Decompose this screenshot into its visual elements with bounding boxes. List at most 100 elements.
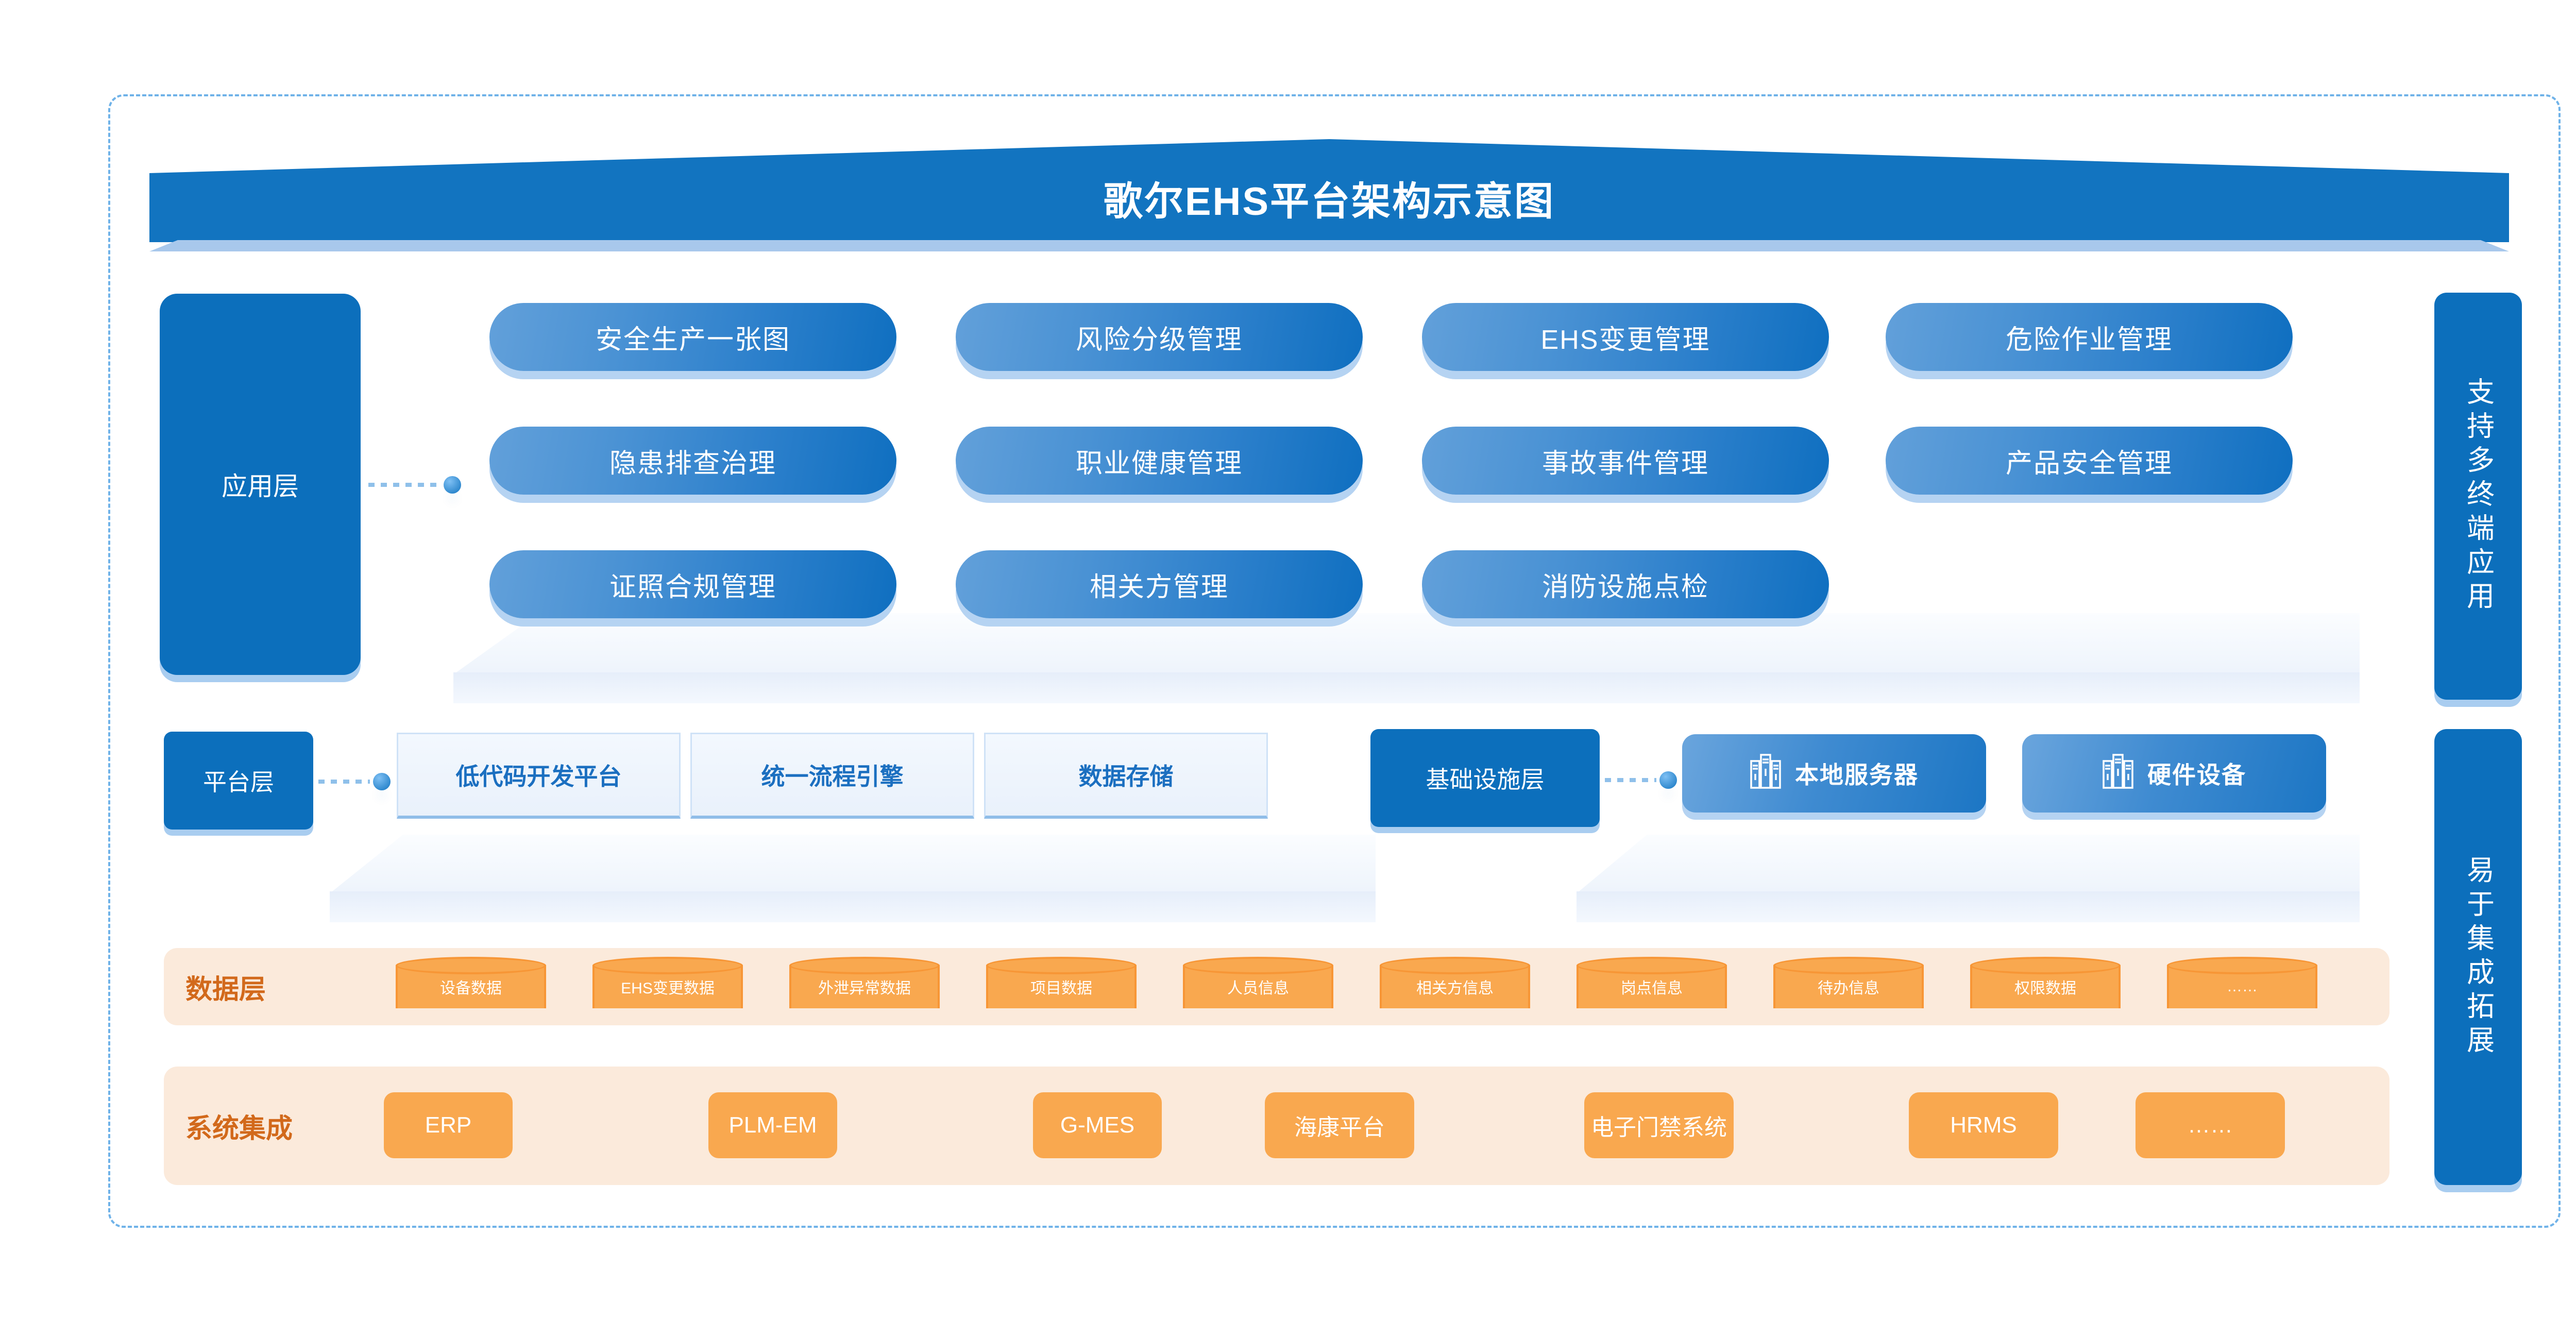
data-cylinder-label: 外泄异常数据 (818, 980, 911, 997)
infrastructure-layer-label-text: 基础设施层 (1426, 766, 1545, 793)
system-integration-item[interactable]: 海康平台 (1265, 1092, 1414, 1158)
infrastructure-item[interactable]: 本地服务器 (1682, 734, 1986, 813)
shelf-top (330, 835, 1376, 893)
connector-dots (318, 780, 370, 784)
app-tile[interactable]: 危险作业管理 (1886, 303, 2293, 371)
app-tile[interactable]: 安全生产一张图 (489, 303, 896, 371)
banner-shadow (149, 240, 2509, 251)
app-tile-label: 风险分级管理 (1075, 325, 1243, 355)
cylinder-top (1183, 957, 1333, 974)
app-tile-label: EHS变更管理 (1540, 325, 1710, 355)
data-cylinder[interactable]: 相关方信息 (1380, 957, 1530, 1017)
app-tile-label: 产品安全管理 (2005, 448, 2173, 479)
app-tile[interactable]: 事故事件管理 (1422, 427, 1829, 495)
page-title: 歌尔EHS平台架构示意图 (1103, 180, 1555, 224)
platform-layer-connector (318, 773, 396, 790)
shelf-top (1577, 835, 2360, 893)
cylinder-top (1773, 957, 1924, 974)
cylinder-top (1577, 957, 1727, 974)
data-layer-label-text: 数据层 (185, 974, 266, 1005)
data-cylinder[interactable]: 岗点信息 (1577, 957, 1727, 1017)
system-integration-item[interactable]: …… (2136, 1092, 2285, 1158)
diagram-frame (108, 94, 2561, 1228)
sidebar-multi-terminal: 支持多终端应用 (2434, 293, 2522, 700)
system-integration-item[interactable]: PLM-EM (708, 1092, 837, 1158)
application-layer-label-text: 应用层 (222, 472, 299, 501)
platform-layer-label-text: 平台层 (203, 769, 274, 796)
connector-knob (444, 476, 461, 494)
data-cylinder-label: 岗点信息 (1621, 980, 1683, 997)
system-integration-item[interactable]: ERP (384, 1092, 513, 1158)
data-cylinder-label: 设备数据 (440, 980, 502, 997)
system-integration-item-label: HRMS (1950, 1112, 2017, 1138)
platform-shelf (330, 835, 1376, 922)
system-integration-item[interactable]: 电子门禁系统 (1584, 1092, 1734, 1158)
platform-card-label: 低代码开发平台 (455, 763, 622, 790)
platform-layer-label: 平台层 (164, 732, 313, 830)
system-integration-item-label: ERP (425, 1112, 472, 1138)
cylinder-top (789, 957, 940, 974)
cylinder-top (986, 957, 1137, 974)
infrastructure-layer-connector (1605, 771, 1682, 789)
connector-dots (368, 483, 440, 487)
cylinder-top (1970, 957, 2121, 974)
app-tile-label: 隐患排查治理 (609, 448, 776, 479)
system-integration-item-label: G-MES (1060, 1112, 1135, 1138)
server-rack-icon (2102, 752, 2134, 796)
app-tile[interactable]: 消防设施点检 (1422, 550, 1829, 618)
data-cylinder[interactable]: 人员信息 (1183, 957, 1333, 1017)
app-tile-label: 相关方管理 (1089, 572, 1229, 602)
app-tile[interactable]: 职业健康管理 (956, 427, 1363, 495)
app-tile-label: 证照合规管理 (609, 572, 776, 602)
sidebar-easy-integration-text: 易于集成拓展 (2462, 855, 2494, 1059)
platform-card[interactable]: 低代码开发平台 (397, 733, 681, 819)
application-shelf (453, 613, 2360, 703)
data-cylinder[interactable]: 设备数据 (396, 957, 546, 1017)
system-integration-label: 系统集成 (185, 1067, 293, 1185)
data-cylinder-label: 人员信息 (1227, 980, 1289, 997)
application-layer-connector (368, 476, 466, 494)
system-integration-item[interactable]: HRMS (1909, 1092, 2058, 1158)
system-integration-item[interactable]: G-MES (1033, 1092, 1162, 1158)
infrastructure-layer-label: 基础设施层 (1370, 729, 1600, 827)
app-tile[interactable]: 风险分级管理 (956, 303, 1363, 371)
sidebar-easy-integration: 易于集成拓展 (2434, 729, 2522, 1185)
server-rack-icon (1750, 752, 1782, 796)
cylinder-top (2167, 957, 2317, 974)
data-cylinder[interactable]: …… (2167, 957, 2317, 1017)
infrastructure-item[interactable]: 硬件设备 (2022, 734, 2326, 813)
platform-card-label: 统一流程引擎 (761, 763, 904, 790)
data-cylinder-label: 权限数据 (2014, 980, 2076, 997)
app-tile-label: 安全生产一张图 (595, 325, 790, 355)
shelf-edge (330, 891, 1376, 922)
title-banner: 歌尔EHS平台架构示意图 (149, 139, 2509, 251)
data-cylinder[interactable]: 外泄异常数据 (789, 957, 940, 1017)
platform-card[interactable]: 数据存储 (984, 733, 1268, 819)
infrastructure-shelf (1577, 835, 2360, 922)
sidebar-multi-terminal-text: 支持多终端应用 (2462, 377, 2494, 615)
data-cylinder[interactable]: 权限数据 (1970, 957, 2121, 1017)
app-tile-label: 危险作业管理 (2005, 325, 2173, 355)
data-cylinder[interactable]: 项目数据 (986, 957, 1137, 1017)
data-cylinder-label: 待办信息 (1818, 980, 1879, 997)
app-tile[interactable]: 相关方管理 (956, 550, 1363, 618)
data-cylinder-label: EHS变更数据 (621, 980, 715, 997)
data-cylinder[interactable]: 待办信息 (1773, 957, 1924, 1017)
connector-dots (1605, 778, 1656, 782)
infrastructure-item-label: 本地服务器 (1795, 762, 1919, 788)
cylinder-top (1380, 957, 1530, 974)
app-tile[interactable]: 产品安全管理 (1886, 427, 2293, 495)
data-cylinder[interactable]: EHS变更数据 (592, 957, 743, 1017)
shelf-edge (1577, 891, 2360, 922)
data-layer-label: 数据层 (185, 948, 266, 1025)
app-tile-label: 职业健康管理 (1075, 448, 1243, 479)
app-tile[interactable]: EHS变更管理 (1422, 303, 1829, 371)
app-tile-label: 事故事件管理 (1541, 448, 1709, 479)
data-cylinder-label: 项目数据 (1030, 980, 1092, 997)
platform-card[interactable]: 统一流程引擎 (690, 733, 974, 819)
system-integration-item-label: …… (2188, 1112, 2233, 1138)
connector-knob (373, 773, 391, 790)
app-tile[interactable]: 隐患排查治理 (489, 427, 896, 495)
app-tile[interactable]: 证照合规管理 (489, 550, 896, 618)
